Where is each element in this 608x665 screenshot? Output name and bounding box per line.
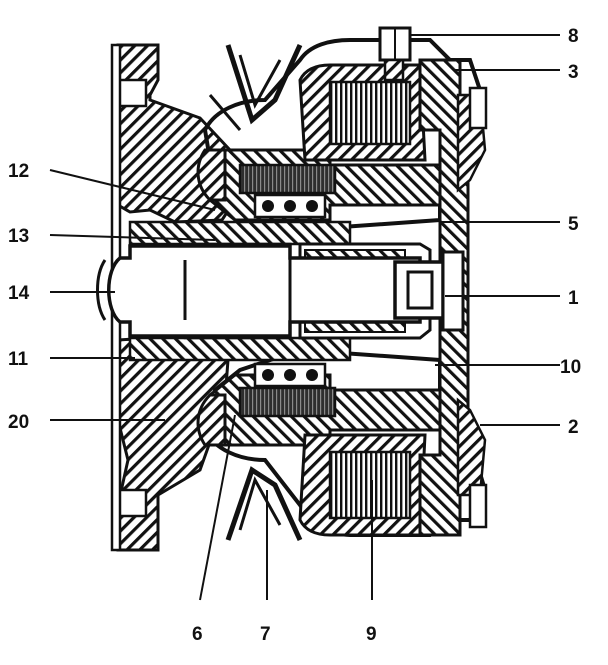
callout-11: 11: [8, 349, 29, 370]
callout-7: 7: [260, 624, 271, 645]
callout-5: 5: [568, 214, 579, 235]
callout-9: 9: [366, 624, 377, 645]
callout-2: 2: [568, 417, 579, 438]
shaft: [96, 244, 422, 338]
callout-labels: 8 3 5 1 10 2 12 13 14 11 20 6 7 9: [8, 26, 581, 645]
ball-bearing-lower: [238, 362, 337, 418]
callout-12: 12: [8, 161, 29, 182]
callout-14: 14: [8, 283, 30, 304]
callout-13: 13: [8, 226, 29, 247]
callout-6: 6: [192, 624, 203, 645]
callout-8: 8: [568, 26, 579, 47]
callout-20: 20: [8, 412, 29, 433]
magnet-coil: [298, 63, 427, 537]
ball-bearing-upper: [238, 163, 337, 219]
bolt-head: [393, 250, 465, 332]
callout-10: 10: [560, 357, 581, 378]
screw: [378, 26, 412, 82]
callout-1: 1: [568, 288, 579, 309]
callout-3: 3: [568, 62, 579, 83]
leader-lines: [49, 34, 560, 601]
